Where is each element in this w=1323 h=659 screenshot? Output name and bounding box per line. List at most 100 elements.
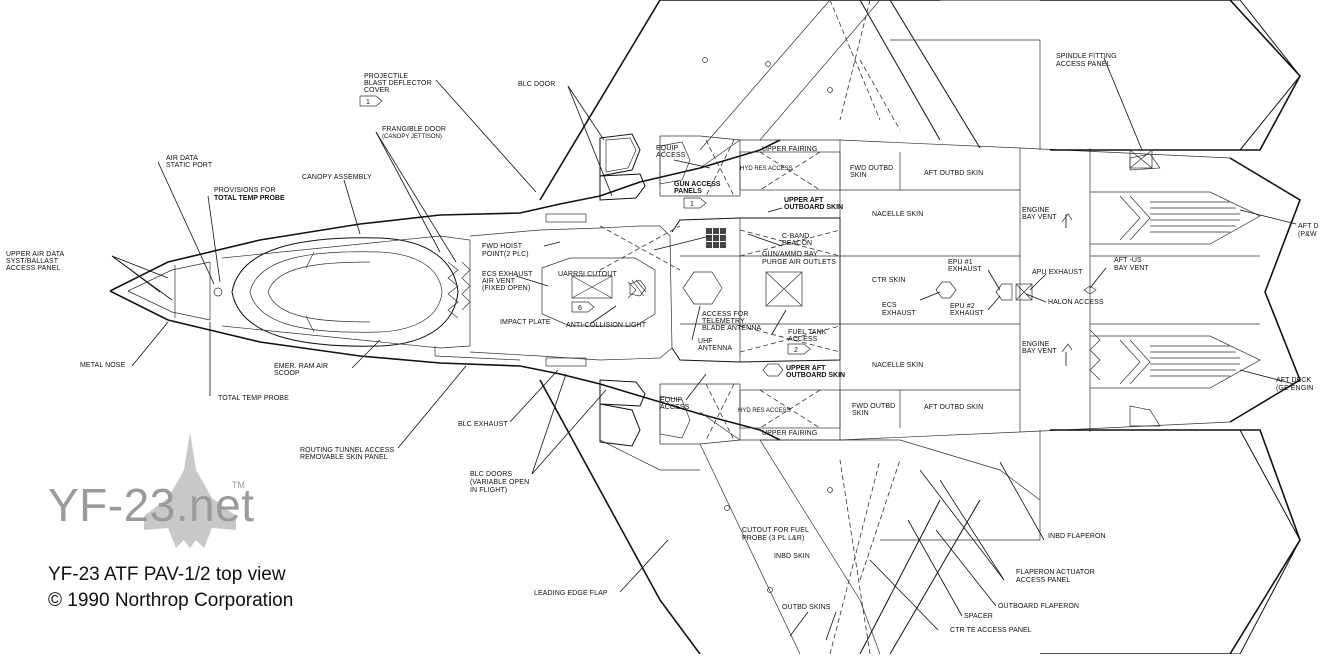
blc-doors-label: BLC DOORS [470, 471, 512, 478]
hyd-res-access-bot-label: HYD RES ACCESS [738, 408, 791, 414]
fwd-outbd-bot-label: FWD OUTBD [852, 403, 895, 410]
total-temp-probe-label: TOTAL TEMP PROBE [218, 395, 289, 402]
flaperon-access-panel-label: ACCESS PANEL [1016, 577, 1070, 584]
access-upper-label: ACCESS [656, 152, 686, 159]
caption-copyright: © 1990 Northrop Corporation [48, 590, 294, 611]
ge-engine-label: (GE ENGIN [1276, 385, 1313, 392]
inbd-flaperon-label: INBD FLAPERON [1048, 533, 1106, 540]
fwd-outbd-top-label: FWD OUTBD [850, 165, 893, 172]
variable-open-label: (VARIABLE OPEN [470, 479, 529, 486]
callout-1-text: 1 [366, 99, 370, 106]
labels: PROJECTILE BLAST DEFLECTOR COVER BLC DOO… [6, 53, 1319, 634]
beacon-label: BEACON [782, 240, 812, 247]
blc-exhaust-label: BLC EXHAUST [458, 421, 508, 428]
epu1-exhaust-label: EXHAUST [948, 266, 982, 273]
hyd-res-access-top-label: HYD RES ACCESS [740, 166, 793, 172]
blc-door-label: BLC DOOR [518, 81, 555, 88]
upper-fairing-bot-label: UPPER FAIRING [762, 430, 817, 437]
aft-deck-label: AFT DECK [1276, 377, 1312, 384]
outbd-skins-label: OUTBD SKINS [782, 604, 831, 611]
engine-bot-label: ENGINE [1022, 341, 1050, 348]
gun-access-label: GUN ACCESS [674, 181, 721, 188]
outboard-flaperon-label: OUTBOARD FLAPERON [998, 603, 1079, 610]
halon-access-label: HALON ACCESS [1048, 299, 1104, 306]
cutout-fuel-label: CUTOUT FOR FUEL [742, 527, 809, 534]
fwd-hoist-label: FWD HOIST [482, 243, 523, 250]
epu2-exhaust-label: EXHAUST [950, 310, 984, 317]
nacelle-skin-top-label: NACELLE SKIN [872, 211, 923, 218]
blade-antenna-label: BLADE ANTENNA [702, 325, 761, 332]
ecs-exhaust-aft-label: EXHAUST [882, 310, 916, 317]
provisions-for-label: PROVISIONS FOR [214, 187, 276, 194]
access-for-label: ACCESS FOR [702, 311, 749, 318]
metal-nose-label: METAL NOSE [80, 362, 126, 369]
telemetry-label: TELEMETRY [702, 318, 745, 325]
purge-air-label: PURGE AIR OUTLETS [762, 259, 836, 266]
scoop-label: SCOOP [274, 370, 300, 377]
callout-boxes: 1 1 2 6 [359, 95, 811, 355]
projectile-label: PROJECTILE [364, 73, 408, 80]
routing-tunnel-label: ROUTING TUNNEL ACCESS [300, 447, 395, 454]
nacelle-skin-bot-label: NACELLE SKIN [872, 362, 923, 369]
aft-deck [935, 153, 1301, 427]
bay-vent-aft-label: BAY VENT [1114, 265, 1149, 272]
blc-doors [545, 133, 691, 447]
outboard-skin-bot-label: OUTBOARD SKIN [786, 372, 845, 379]
canopy-jettison-label: (CANOPY JETTISON) [382, 134, 442, 140]
fuel-tank-label: FUEL TANK [788, 329, 827, 336]
callout-2-text: 2 [794, 347, 798, 354]
aft-outbd-skin-bot-label: AFT OUTBD SKIN [924, 404, 983, 411]
upper-fairing-top-label: UPPER FAIRING [762, 146, 817, 153]
c-band-label: C-BAND [782, 233, 809, 240]
access-panel-label: ACCESS PANEL [6, 265, 60, 272]
air-data-label: AIR DATA [166, 155, 198, 162]
in-flight-label: IN FLIGHT) [470, 487, 507, 494]
panels-label: PANELS [674, 188, 702, 195]
canopy-assembly-label: CANOPY ASSEMBLY [302, 174, 372, 181]
purge-air-outlets [706, 228, 726, 248]
callout-1b-text: 1 [690, 201, 694, 208]
epu1-label: EPU #1 [948, 259, 973, 266]
ctr-skin-label: CTR SKIN [872, 277, 905, 284]
leader-lines [111, 57, 1297, 641]
apu-exhaust-label: APU EXHAUST [1032, 269, 1083, 276]
watermark-text: YF-23.net [48, 479, 255, 531]
air-vent-label: AIR VENT [482, 278, 516, 285]
impact-plate-label: IMPACT PLATE [500, 319, 551, 326]
bay-vent-bot-label: BAY VENT [1022, 348, 1057, 355]
engine-top-label: ENGINE [1022, 207, 1050, 214]
lower-wing [539, 379, 1301, 655]
static-port-label: STATIC PORT [166, 162, 213, 169]
leading-edge-flap-label: LEADING EDGE FLAP [534, 590, 608, 597]
upper-aft-top-label: UPPER AFT [784, 197, 824, 204]
point-2plc-label: POINT(2 PLC) [482, 251, 529, 258]
pw-label: (P&W [1298, 231, 1317, 238]
upper-wing [539, 0, 1301, 201]
anti-collision-label: ANTI-COLLISION LIGHT [566, 322, 647, 329]
upper-air-data-label: UPPER AIR DATA [6, 251, 65, 258]
syst-ballast-label: SYST/BALLAST [6, 258, 59, 265]
caption-title: YF-23 ATF PAV-1/2 top view [48, 564, 286, 585]
callout-6-text: 6 [578, 305, 582, 312]
blast-deflector-label: BLAST DEFLECTOR [364, 80, 432, 87]
watermark-jet-silhouette [144, 432, 236, 548]
uarrsi-cutout-label: UARRSI CUTOUT [558, 271, 617, 278]
frangible-door-label: FRANGIBLE DOOR [382, 126, 446, 133]
spacer-label: SPACER [964, 613, 993, 620]
aft-us-label: AFT -US [1114, 257, 1142, 264]
outboard-skin-top-label: OUTBOARD SKIN [784, 204, 843, 211]
cover-label: COVER [364, 87, 389, 94]
emer-ram-air-label: EMER. RAM AIR [274, 363, 328, 370]
fixed-open-label: (FIXED OPEN) [482, 285, 530, 292]
removable-skin-label: REMOVABLE SKIN PANEL [300, 454, 388, 461]
antenna-label: ANTENNA [698, 345, 732, 352]
skin-top-label: SKIN [850, 172, 867, 179]
flaperon-actuator-label: FLAPERON ACTUATOR [1016, 569, 1095, 576]
fuselage-outline [109, 195, 673, 385]
skin-bot-label: SKIN [852, 410, 869, 417]
ecs-exhaust-label: ECS EXHAUST [482, 271, 533, 278]
access-lower-label: ACCESS [660, 404, 690, 411]
probe-3pl-label: PROBE (3 PL L&R) [742, 535, 804, 542]
